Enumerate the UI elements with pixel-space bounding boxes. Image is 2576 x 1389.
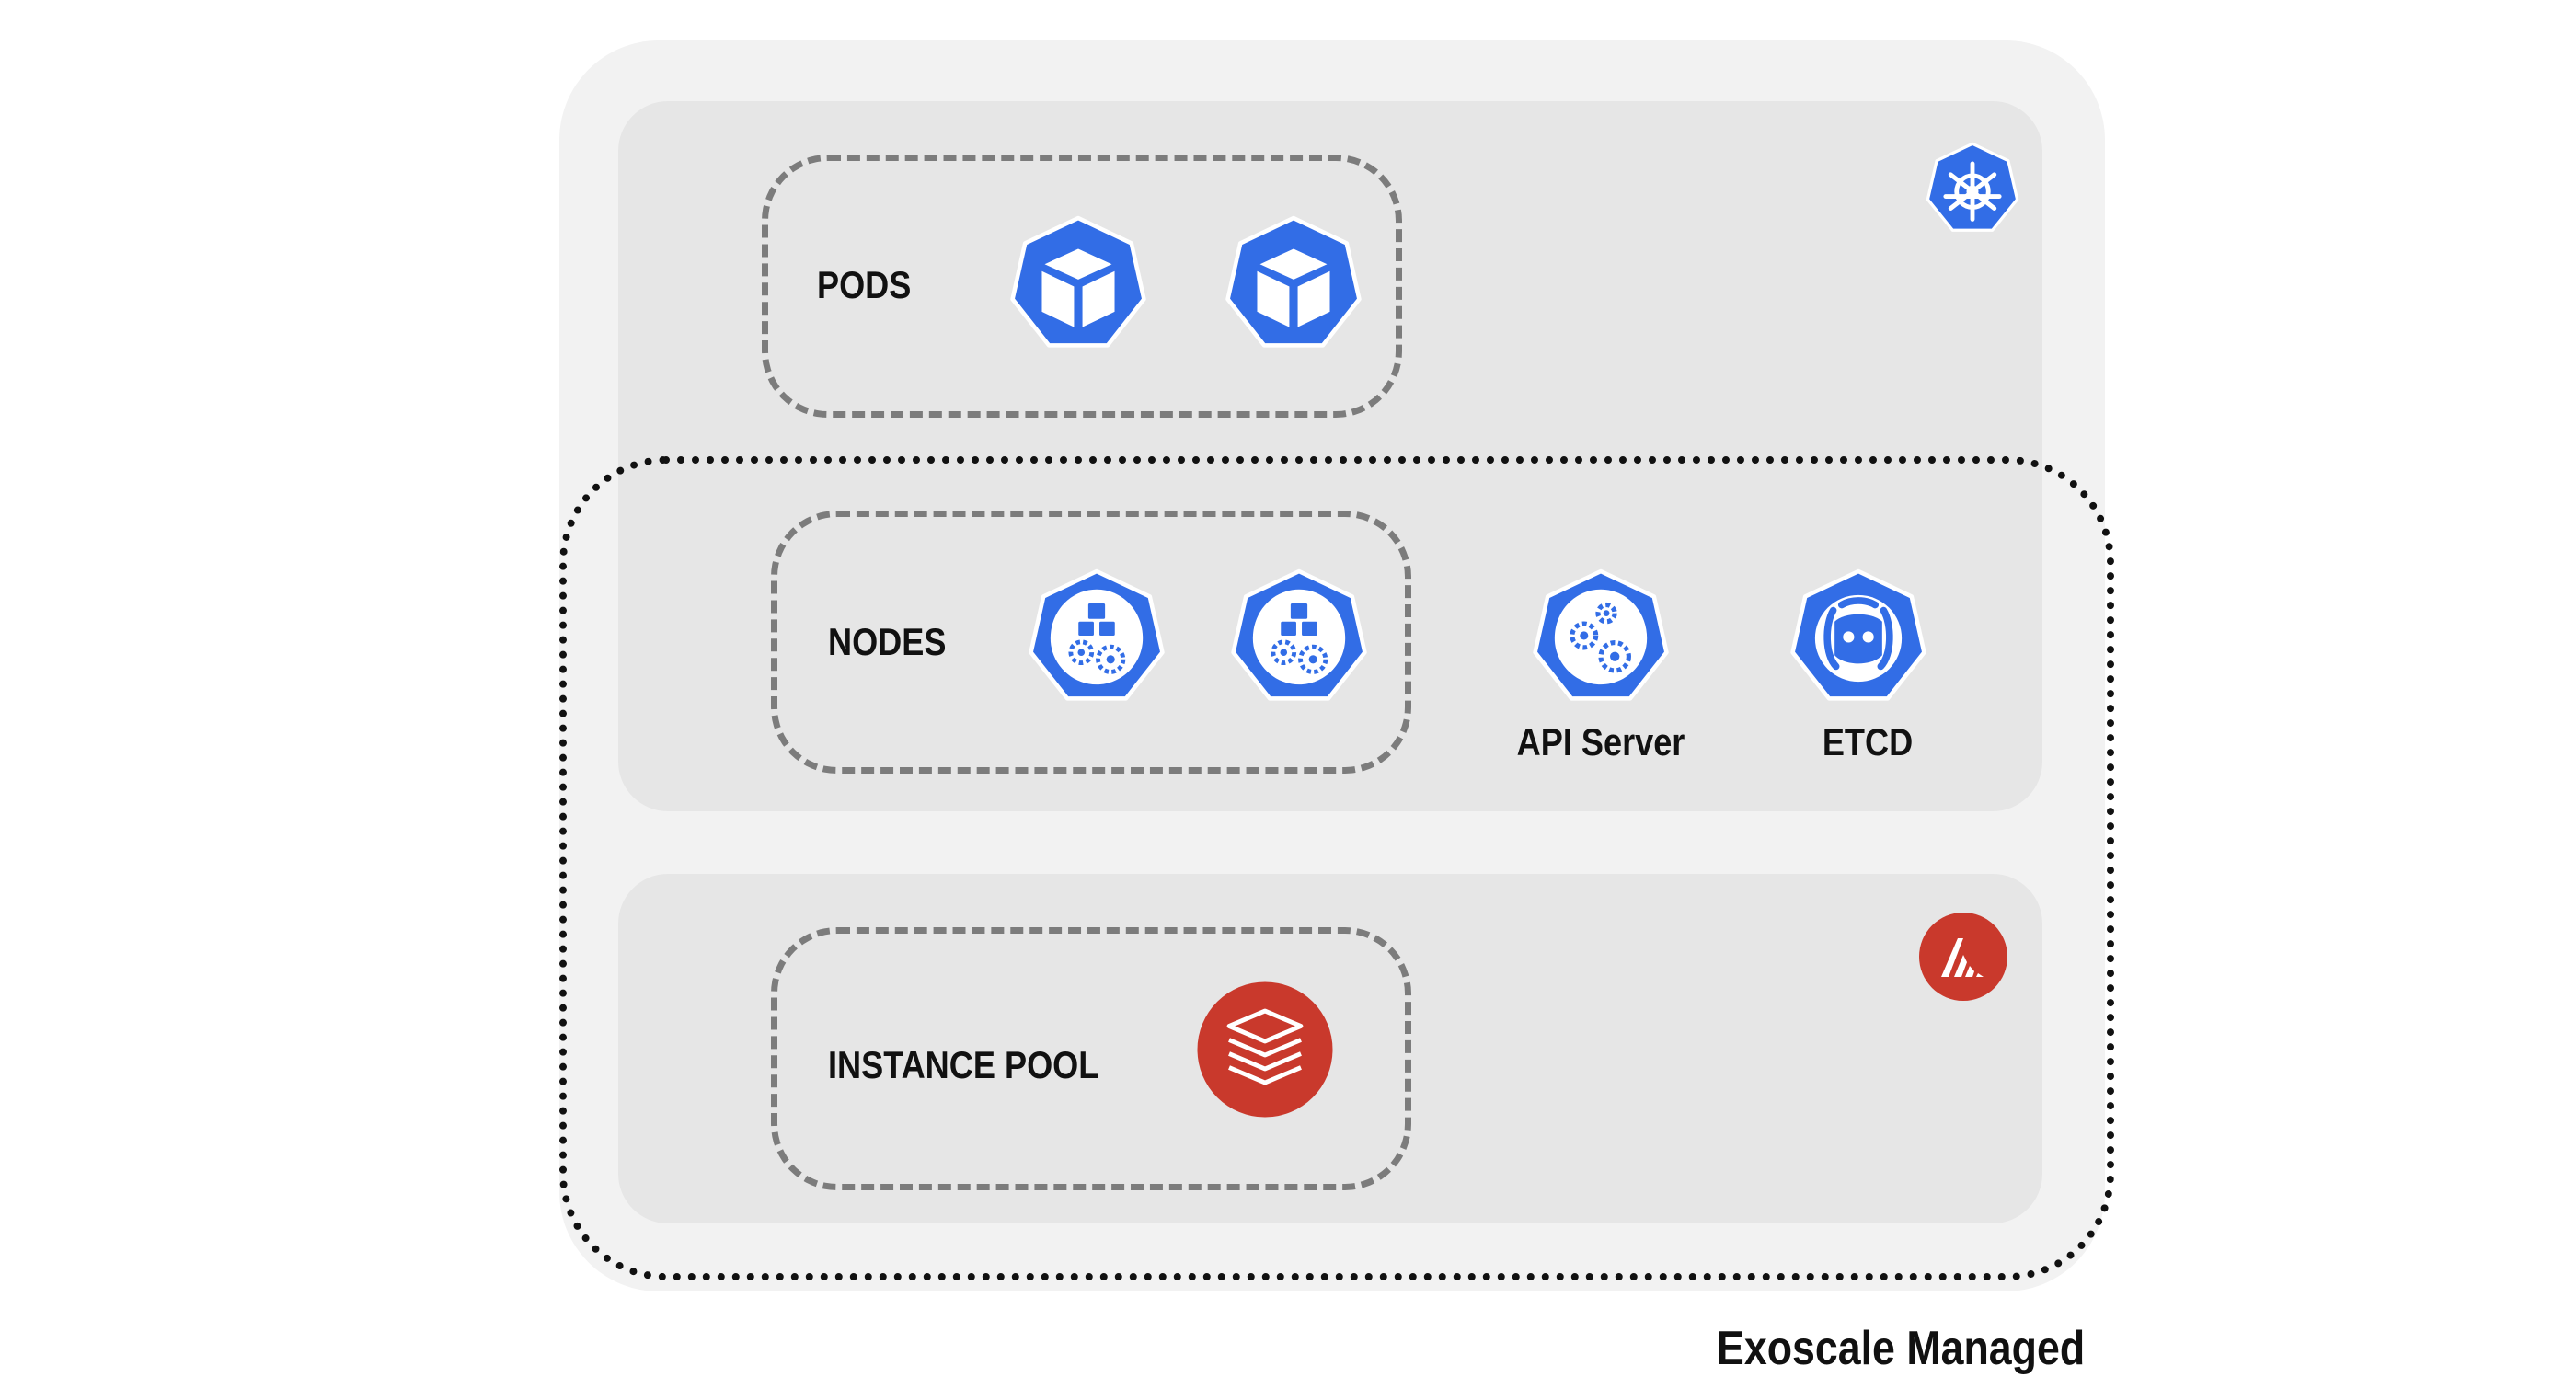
instance-pool-label: INSTANCE POOL (828, 1043, 1099, 1086)
pods-group (762, 155, 1402, 418)
exoscale-logo-icon (1917, 911, 2009, 1003)
etcd-icon (1788, 568, 1928, 708)
nodes-label: NODES (828, 620, 947, 663)
pods-label: PODS (817, 263, 912, 306)
exoscale-managed-label: Exoscale Managed (1717, 1322, 2086, 1375)
pod-cube-icon (1224, 215, 1363, 355)
node-gears-icon (1027, 568, 1167, 708)
etcd-label: ETCD (1822, 720, 1914, 763)
nodes-group (771, 511, 1411, 774)
api-server-gears-icon (1531, 568, 1671, 708)
kubernetes-helm-icon (1923, 140, 2022, 239)
node-gears-icon (1229, 568, 1369, 708)
exoscale-managed-boundary (559, 456, 2114, 1280)
api-server-label: API Server (1516, 720, 1685, 763)
layers-stack-icon (1196, 981, 1334, 1119)
pod-cube-icon (1008, 215, 1148, 355)
instance-pool-group (771, 927, 1411, 1190)
